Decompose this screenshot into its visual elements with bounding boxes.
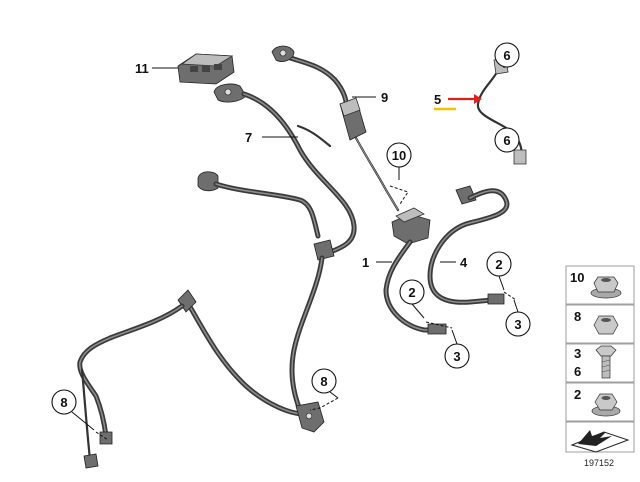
hex-flange-nut-icon xyxy=(591,393,621,417)
highlight-arrow-icon xyxy=(474,94,482,104)
reference-number: 197152 xyxy=(584,458,614,468)
part-9-cable[interactable] xyxy=(271,45,400,212)
legend-row-10[interactable]: 10 xyxy=(565,265,635,305)
svg-text:6: 6 xyxy=(574,364,581,379)
callout-6-top[interactable]: 6 xyxy=(494,42,520,68)
svg-text:2: 2 xyxy=(495,257,502,272)
legend-row-8[interactable]: 8 xyxy=(565,304,635,344)
svg-text:10: 10 xyxy=(570,270,584,285)
part-4-cable[interactable] xyxy=(427,185,510,305)
svg-text:3: 3 xyxy=(574,346,581,361)
part-11-fuse-block[interactable] xyxy=(177,53,235,85)
svg-text:8: 8 xyxy=(60,395,67,410)
callout-8-center[interactable]: 8 xyxy=(311,368,337,394)
callout-2-left[interactable]: 2 xyxy=(399,279,425,305)
label-1: 1 xyxy=(362,255,369,270)
hex-bolt-icon xyxy=(595,345,617,379)
label-9: 9 xyxy=(381,90,388,105)
callout-3-right[interactable]: 3 xyxy=(505,311,531,337)
svg-text:2: 2 xyxy=(574,387,581,402)
label-5: 5 xyxy=(434,92,441,107)
svg-text:8: 8 xyxy=(574,309,581,324)
legend-row-2[interactable]: 2 xyxy=(565,382,635,422)
mat-arrow-icon xyxy=(570,430,630,453)
callout-8-left[interactable]: 8 xyxy=(51,389,77,415)
label-4: 4 xyxy=(460,255,468,270)
part-7-main-cable[interactable] xyxy=(77,83,357,469)
svg-text:3: 3 xyxy=(453,349,460,364)
legend-footer[interactable] xyxy=(565,421,635,453)
callout-10[interactable]: 10 xyxy=(386,142,412,168)
hex-nut-icon xyxy=(593,315,619,335)
legend-row-3-6[interactable]: 3 6 xyxy=(565,343,635,383)
part-1-battery-cable[interactable] xyxy=(383,207,447,335)
svg-text:3: 3 xyxy=(514,317,521,332)
svg-text:8: 8 xyxy=(320,374,327,389)
hardware-legend: 10 8 3 6 xyxy=(565,265,635,453)
svg-text:10: 10 xyxy=(392,148,406,163)
label-11: 11 xyxy=(135,61,149,76)
flanged-nut-icon xyxy=(590,276,622,299)
callout-6-bottom[interactable]: 6 xyxy=(494,127,520,153)
label-7: 7 xyxy=(245,130,252,145)
svg-text:2: 2 xyxy=(408,285,415,300)
svg-text:6: 6 xyxy=(503,48,510,63)
callout-3-left[interactable]: 3 xyxy=(444,343,470,369)
svg-text:6: 6 xyxy=(503,133,510,148)
callout-2-right[interactable]: 2 xyxy=(486,251,512,277)
